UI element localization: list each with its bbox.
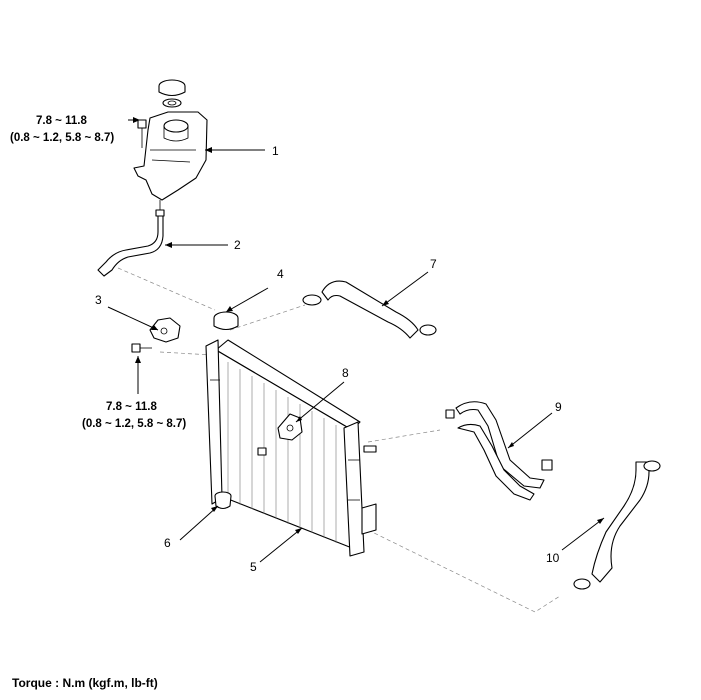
callout-1: 1 <box>272 144 279 158</box>
bracket-bolt-torque-value: 7.8 ~ 11.8 <box>106 401 157 413</box>
upper-radiator-hose <box>302 280 437 339</box>
torque-unit-note: Torque : N.m (kgf.m, lb-ft) <box>12 676 158 690</box>
callout-2: 2 <box>234 238 241 252</box>
overflow-hose <box>97 215 164 277</box>
radiator-cap <box>213 311 239 331</box>
callout-4: 4 <box>277 267 284 281</box>
lower-radiator-hose <box>573 460 661 590</box>
rubber-mount <box>214 491 232 510</box>
callout-8: 8 <box>342 366 349 380</box>
bracket-bolt-torque-alt: (0.8 ~ 1.2, 5.8 ~ 8.7) <box>82 418 186 430</box>
callout-3: 3 <box>95 293 102 307</box>
callout-7: 7 <box>430 257 437 271</box>
radiator-core <box>205 339 377 557</box>
coolant-reservoir <box>133 79 208 217</box>
reservoir-bolt-torque-alt: (0.8 ~ 1.2, 5.8 ~ 8.7) <box>10 132 114 144</box>
radiator-bracket <box>131 317 181 353</box>
callout-9: 9 <box>555 400 562 414</box>
callout-10: 10 <box>546 551 560 565</box>
callout-5: 5 <box>250 560 257 574</box>
shroud-bracket <box>257 413 303 456</box>
oil-cooler-hoses <box>445 401 553 501</box>
callout-6: 6 <box>164 536 171 550</box>
reservoir-bolt <box>137 119 147 148</box>
reservoir-bolt-torque-value: 7.8 ~ 11.8 <box>36 115 87 127</box>
leader-lines <box>107 117 605 563</box>
